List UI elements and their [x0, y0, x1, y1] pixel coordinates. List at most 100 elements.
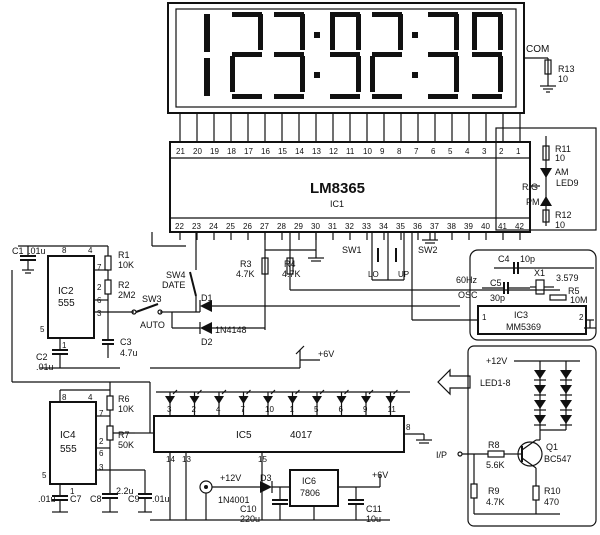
driver-led-icon [534, 415, 546, 424]
driver-led-icon [560, 385, 572, 394]
d3-part: 1N4001 [218, 495, 250, 505]
ic2-pin-4: 4 [88, 246, 93, 255]
ic1-bottom-pin: 26 [243, 222, 252, 231]
led-indicator-icon [238, 396, 249, 404]
d3-label: D3 [260, 473, 272, 483]
c5-value: 30p [490, 293, 505, 303]
ic1-bottom-pin: 34 [379, 222, 388, 231]
c3-value: 4.7u [120, 348, 138, 358]
ic4-part: 555 [60, 444, 77, 455]
q1-ref: Q1 [546, 442, 558, 452]
c3-ref: C3 [120, 337, 132, 347]
ic5-part: 4017 [290, 430, 313, 441]
ic5-pin-8: 8 [406, 423, 411, 432]
led9-label: LED9 [556, 178, 579, 188]
c11-ref: C11 [366, 504, 382, 514]
ic1-top-pin: 7 [414, 147, 419, 156]
ic4-pin-4: 4 [88, 393, 93, 402]
ic1-bottom-pin: 42 [515, 222, 524, 231]
ic1-bottom-pin: 38 [447, 222, 456, 231]
r6-value: 10K [118, 404, 134, 414]
led-indicator-icon [385, 396, 396, 404]
lo-label: LO [368, 270, 379, 279]
rg-label: R/G [522, 182, 538, 192]
led-indicator-icon [361, 396, 371, 404]
ic5-pin-15: 15 [258, 455, 267, 464]
r10-value: 470 [544, 497, 559, 507]
ic1-bottom-pin: 27 [260, 222, 269, 231]
r12-ref: R12 [555, 210, 572, 220]
led-ray [344, 389, 349, 395]
ic1-bottom-pin: 37 [430, 222, 439, 231]
ip-label: I/P [436, 450, 447, 460]
driver-led-icon [534, 370, 546, 379]
led-indicator-icon [336, 396, 347, 404]
c5-ref: C5 [490, 278, 502, 288]
c1-ref: C1 [12, 246, 24, 256]
led-ray [319, 389, 325, 395]
ic1-top-pin: 19 [210, 147, 219, 156]
r7-ref: R7 [118, 430, 130, 440]
ic4-pin-7: 7 [99, 409, 104, 418]
c2-ref: C2 [36, 352, 48, 362]
r10-ref: R10 [544, 486, 561, 496]
ic1-top-pin: 9 [380, 147, 385, 156]
c4-value: 10p [520, 254, 535, 264]
ic1-top-pin: 12 [329, 147, 338, 156]
ic1-bottom-pin: 36 [413, 222, 422, 231]
pm-label: PM [526, 197, 540, 207]
led-indicator-icon [312, 396, 322, 404]
ic2-pin-7: 7 [97, 263, 102, 272]
r4-ref: R4 [284, 259, 296, 269]
led-ray [270, 389, 276, 395]
led-ray [393, 389, 398, 395]
c10-ref: C10 [240, 504, 257, 514]
ic1-top-pin: 8 [397, 147, 402, 156]
c11-value: 10u [366, 514, 381, 524]
ic4-pin-8: 8 [62, 393, 67, 402]
ic1-ref: IC1 [330, 199, 344, 209]
supply-6v-label: +6V [318, 349, 334, 359]
ic4-555-block: IC4 555 8 4 7 2 6 3 1 5 R6 10K R7 50K .0… [38, 382, 170, 513]
sw3-label: SW3 [142, 294, 162, 304]
x1-value: 3.579 [556, 273, 579, 283]
ic1-top-pin: 17 [244, 147, 253, 156]
ic1-bottom-pin: 24 [209, 222, 218, 231]
ic5-top-pin: 11 [388, 405, 397, 414]
r5-ref: R5 [568, 286, 580, 296]
r7-value: 50K [118, 440, 134, 450]
c8-value: 2.2u [116, 486, 134, 496]
am-pm-led-block: R11 10 AM R/G LED9 PM R12 10 [495, 127, 597, 231]
ic1-bottom-pin: 22 [175, 222, 184, 231]
led-indicator-icon [263, 396, 273, 404]
led-indicator-icon [189, 396, 200, 404]
ic6-part: 7806 [300, 488, 320, 498]
c1-value: .01u [28, 246, 46, 256]
driver-led-icon [534, 385, 546, 394]
plus6v-rail: +6V [150, 345, 334, 369]
oscillator-ic3: 60Hz OSC C4 10p C5 30p X1 3.579 R5 10M I… [411, 232, 597, 341]
ic2-pin-5: 5 [40, 325, 45, 334]
r12-value: 10 [555, 220, 565, 230]
ic1-top-pin: 18 [227, 147, 236, 156]
ic3-pin-1: 1 [482, 313, 487, 322]
c7-ref: C7 [70, 494, 82, 504]
c9-value: .01u [152, 494, 170, 504]
switch-block: SW1 SW2 LO UP [342, 232, 438, 281]
x1-ref: X1 [534, 268, 545, 278]
ic4-pin-1: 1 [70, 487, 75, 496]
leds-label: LED1-8 [480, 378, 511, 388]
ic1-top-pin: 11 [346, 147, 355, 156]
led-ray [197, 389, 202, 395]
ic1-top-pin: 4 [465, 147, 470, 156]
r2-ref: R2 [118, 280, 130, 290]
ic1-bottom-pin: 39 [464, 222, 473, 231]
led-ray [246, 389, 251, 395]
ic1-top-pin: 3 [482, 147, 487, 156]
ic6-ref: IC6 [302, 476, 316, 486]
ic1-top-pin: 21 [176, 147, 185, 156]
r9-value: 4.7K [486, 497, 505, 507]
q1-part: BC547 [544, 454, 572, 464]
